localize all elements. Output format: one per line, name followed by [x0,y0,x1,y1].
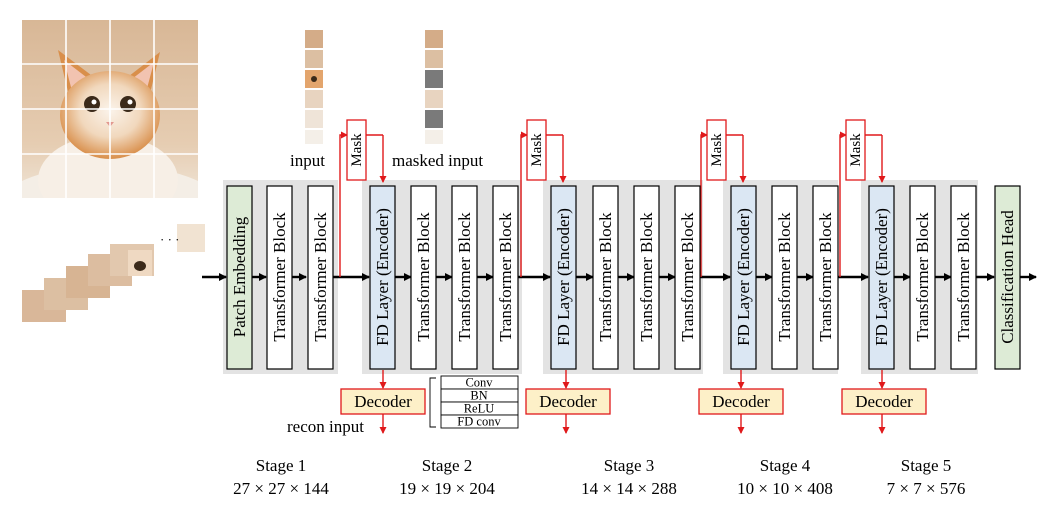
transformer-block [771,185,798,370]
transformer-block [492,185,519,370]
transformer-block [451,185,478,370]
transformer-block [909,185,936,370]
mask-label-4: Mask [848,133,864,167]
classification-head-block [994,185,1021,370]
transformer-block-label: Transformer Block [954,212,973,342]
decoder-detail-bn: BN [470,389,487,403]
transformer-block [950,185,977,370]
transformer-block-label: Transformer Block [496,212,515,342]
transformer-block-label: Transformer Block [678,212,697,342]
transformer-block-label: Transformer Block [455,212,474,342]
transformer-block-label: Transformer Block [816,212,835,342]
mask-boxes: Mask Mask Mask Mask [346,119,866,181]
transformer-block [410,185,437,370]
patch-sequence: · · · [22,224,205,322]
stage-5-name: Stage 5 [901,456,952,475]
stage-3-name: Stage 3 [604,456,655,475]
transformer-block-label: Transformer Block [913,212,932,342]
stage-4-dims: 10 × 10 × 408 [737,479,833,498]
transformer-block-label: Transformer Block [637,212,656,342]
fd-layer-block [369,185,396,370]
transformer-block [674,185,701,370]
mask-label-3: Mask [709,133,725,167]
stage-3-dims: 14 × 14 × 288 [581,479,677,498]
decoder-box [340,388,426,415]
decoder-detail-fdconv: FD conv [457,415,501,429]
ellipsis-text: · · · [160,232,180,247]
decoder-label: Decoder [855,392,913,411]
classification-head-label: Classification Head [998,210,1017,344]
input-patch-column [305,30,323,144]
transformer-block-label: Transformer Block [270,212,289,342]
decoder-detail-relu: ReLU [464,402,495,416]
transformer-block-label: Transformer Block [414,212,433,342]
transformer-block [307,185,334,370]
cat-image-grid [22,20,198,198]
fd-layer-label: FD Layer (Encoder) [373,208,392,346]
stage-1-name: Stage 1 [256,456,307,475]
masked-input-label: masked input [392,151,483,170]
transformer-block-label: Transformer Block [311,212,330,342]
transformer-block [812,185,839,370]
patch-embedding-block [226,185,253,370]
input-label: input [290,151,325,170]
transformer-block [633,185,660,370]
decoder-label: Decoder [712,392,770,411]
mask-arrows [339,131,886,277]
recon-input-label: recon input [287,417,364,436]
stage-5-dims: 7 × 7 × 576 [887,479,966,498]
stage-2-name: Stage 2 [422,456,473,475]
decoder-box [525,388,611,415]
stage-2-dims: 19 × 19 × 204 [399,479,495,498]
pipeline-blocks: Patch Embedding Transformer Block Transf… [226,185,1021,370]
decoder-label: Decoder [539,392,597,411]
stage-4-name: Stage 4 [760,456,811,475]
mask-label-1: Mask [349,133,365,167]
decoder-detail-conv: Conv [465,376,493,390]
decoder-box [841,388,927,415]
fd-layer-block [550,185,577,370]
decoder-detail: Conv BN ReLU FD conv [429,376,519,429]
fd-layer-block [868,185,895,370]
fd-layer-block [730,185,757,370]
annotation-labels: input masked input recon input [287,151,483,436]
masked-patch-column [425,30,443,144]
fd-layer-label: FD Layer (Encoder) [734,208,753,346]
decoder-boxes: Decoder Decoder Decoder Decoder [340,388,927,415]
transformer-block-label: Transformer Block [596,212,615,342]
mask-label-2: Mask [529,133,545,167]
transformer-block [266,185,293,370]
fd-layer-label: FD Layer (Encoder) [554,208,573,346]
stage-1-dims: 27 × 27 × 144 [233,479,329,498]
stage-captions: Stage 1 27 × 27 × 144 Stage 2 19 × 19 × … [233,456,965,498]
patch-embedding-label: Patch Embedding [230,216,249,337]
fd-layer-label: FD Layer (Encoder) [872,208,891,346]
transformer-block-label: Transformer Block [775,212,794,342]
decoder-arrows [379,370,886,434]
decoder-box [698,388,784,415]
decoder-label: Decoder [354,392,412,411]
transformer-block [592,185,619,370]
